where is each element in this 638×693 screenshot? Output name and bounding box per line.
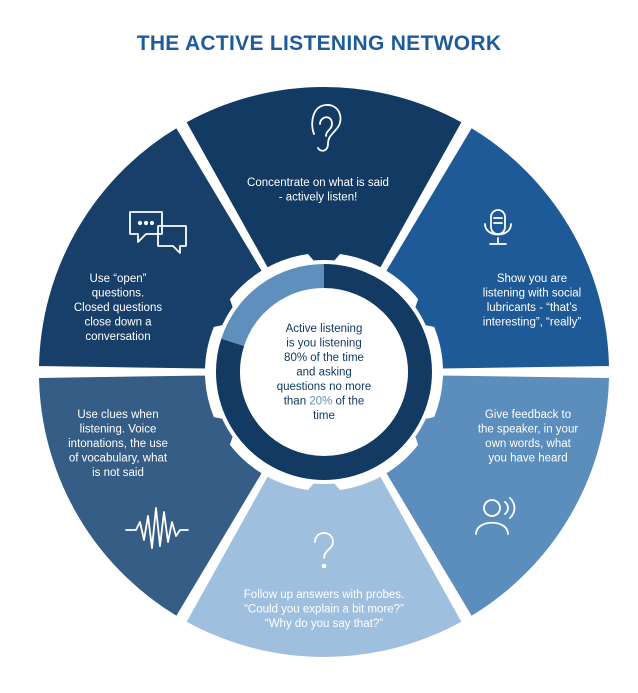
segment-feedback-shape xyxy=(383,373,612,619)
segment-probes-text: Follow up answers with probes.“Could you… xyxy=(244,589,404,630)
asking-arc xyxy=(221,264,325,347)
segment-concentrate-text: Concentrate on what is said- actively li… xyxy=(247,177,389,204)
center-inner xyxy=(250,298,398,446)
chat-bubbles-icon xyxy=(129,211,187,254)
sound-wave-icon xyxy=(125,507,189,549)
segment-open-shape xyxy=(36,125,265,371)
segment-probes: Follow up answers with probes.“Could you… xyxy=(183,468,465,659)
page-title: THE ACTIVE LISTENING NETWORK xyxy=(136,32,502,55)
segments-group: Concentrate on what is said- actively li… xyxy=(36,85,612,659)
segment-concentrate: Concentrate on what is said- actively li… xyxy=(183,85,465,276)
question-mark-icon xyxy=(314,532,334,569)
listening-arc xyxy=(216,264,432,480)
ear-icon xyxy=(311,104,342,152)
speaking-person-icon xyxy=(475,497,516,535)
segment-social-shape xyxy=(383,125,612,371)
segment-clues-shape xyxy=(36,373,265,619)
microphone-icon xyxy=(484,209,512,245)
segment-concentrate-shape xyxy=(183,85,465,276)
